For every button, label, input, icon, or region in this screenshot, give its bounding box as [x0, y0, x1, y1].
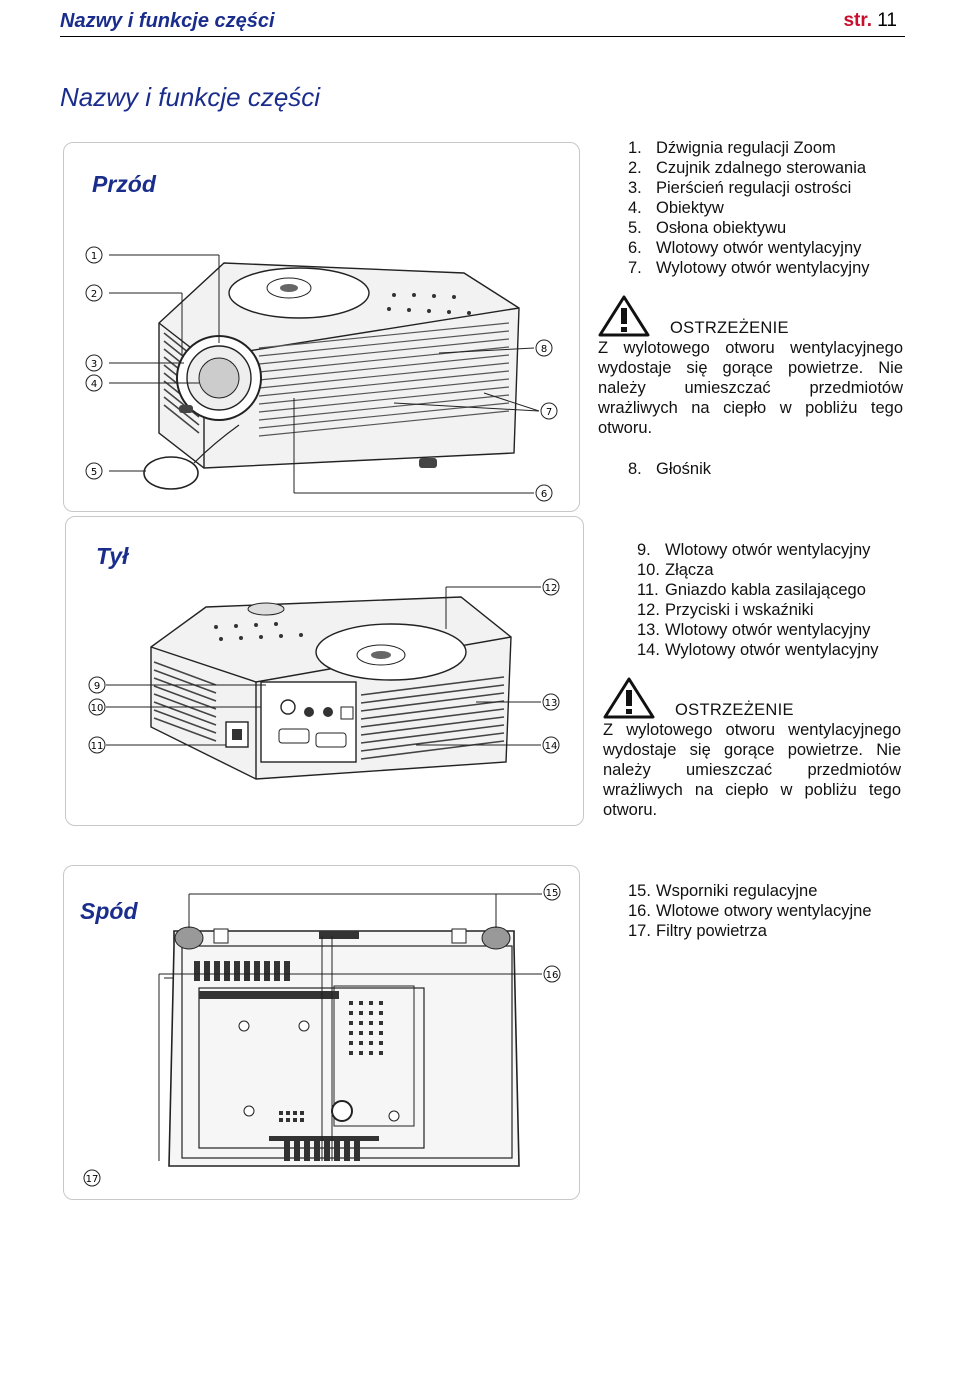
list-item: 11.Gniazdo kabla zasilającego: [637, 581, 866, 599]
callout-9-icon: [88, 676, 106, 694]
callout-4: 4: [91, 379, 97, 390]
warning-triangle-icon: [603, 677, 655, 719]
callout-17: 17: [86, 1174, 99, 1185]
callout-5: 5: [91, 467, 97, 478]
page-label: str.: [843, 10, 872, 31]
list-item: 7.Wylotowy otwór wentylacyjny: [628, 259, 870, 277]
callout-10: 10: [91, 703, 104, 714]
callout-9: 9: [94, 681, 100, 692]
front-callouts: 1 2 3 4 5 6 7 8: [85, 246, 558, 502]
callout-5-icon: [85, 462, 103, 480]
page-number: str. 11: [843, 10, 897, 32]
callout-4-icon: [85, 374, 103, 392]
list-item: 12.Przyciski i wskaźniki: [637, 601, 814, 619]
back-callouts: 9 10 11 12 13 14: [88, 578, 560, 754]
warning-title: OSTRZEŻENIE: [670, 319, 789, 337]
page-number-value: 11: [877, 10, 897, 31]
callout-2-icon: [85, 284, 103, 302]
bottom-figure-panel: Spód 15 16 17: [63, 865, 580, 1200]
callout-13-icon: [542, 693, 560, 711]
callout-14-icon: [542, 736, 560, 754]
list-item: 17.Filtry powietrza: [628, 922, 767, 940]
callout-7: 7: [546, 407, 552, 418]
back-parts-list: 9.Wlotowy otwór wentylacyjny 10.Złącza 1…: [637, 540, 879, 660]
callout-6-icon: [535, 484, 553, 502]
list-item: 8.Głośnik: [628, 460, 712, 478]
callout-16: 16: [546, 970, 559, 981]
callout-3: 3: [91, 359, 97, 370]
list-item: 1.Dźwignia regulacji Zoom: [628, 139, 836, 157]
warning-text: Z wylotowego otworu wentylacyjnego wydos…: [598, 339, 903, 437]
list-item: 15.Wsporniki regulacyjne: [628, 882, 818, 900]
warning-title: OSTRZEŻENIE: [675, 701, 794, 719]
list-item: 16.Wlotowe otwory wentylacyjne: [628, 902, 872, 920]
callout-11: 11: [91, 741, 104, 752]
front-parts-list: 1.Dźwignia regulacji Zoom 2.Czujnik zdal…: [628, 138, 870, 278]
list-item: 2.Czujnik zdalnego sterowania: [628, 159, 867, 177]
callout-15-icon: [543, 883, 561, 901]
back-warning: OSTRZEŻENIE Z wylotowego otworu wentylac…: [603, 676, 901, 820]
warning-text: Z wylotowego otworu wentylacyjnego wydos…: [603, 721, 901, 819]
callout-1-icon: [85, 246, 103, 264]
callout-10-icon: [88, 698, 106, 716]
callout-16-icon: [543, 965, 561, 983]
bottom-callouts: 15 16 17: [83, 883, 561, 1187]
list-item: 3.Pierścień regulacji ostrości: [628, 179, 852, 197]
callout-14: 14: [545, 741, 558, 752]
back-label: Tył: [90, 541, 135, 572]
callout-7-icon: [540, 402, 558, 420]
list-item: 13.Wlotowy otwór wentylacyjny: [637, 621, 871, 639]
front-figure-panel: Przód 1 2 3 4 5 6 7 8: [63, 142, 580, 512]
callout-1: 1: [91, 251, 97, 262]
list-item: 6.Wlotowy otwór wentylacyjny: [628, 239, 862, 257]
callout-15: 15: [546, 888, 559, 899]
front-label: Przód: [86, 169, 162, 200]
page-header: Nazwy i funkcje części str. 11: [60, 8, 905, 37]
callout-2: 2: [91, 289, 97, 300]
list-item: 4.Obiektyw: [628, 199, 724, 217]
list-item: 14.Wylotowy otwór wentylacyjny: [637, 641, 879, 659]
callout-13: 13: [545, 698, 558, 709]
bottom-projector-illustration: [158, 893, 542, 1167]
callout-11-icon: [88, 736, 106, 754]
callout-17-icon: [83, 1169, 101, 1187]
header-title: Nazwy i funkcje części: [60, 10, 275, 32]
callout-12-icon: [542, 578, 560, 596]
list-item: 9.Wlotowy otwór wentylacyjny: [637, 541, 871, 559]
callout-6: 6: [541, 489, 547, 500]
front-warning: OSTRZEŻENIE Z wylotowego otworu wentylac…: [598, 294, 903, 438]
warning-triangle-icon: [598, 295, 650, 337]
page-title: Nazwy i funkcje części: [60, 82, 321, 112]
callout-8-icon: [535, 339, 553, 357]
bottom-parts-list: 15.Wsporniki regulacyjne 16.Wlotowe otwo…: [628, 881, 872, 941]
front-speaker-item: 8.Głośnik: [628, 459, 711, 479]
callout-8: 8: [541, 344, 547, 355]
callout-3-icon: [85, 354, 103, 372]
list-item: 10.Złącza: [637, 561, 714, 579]
bottom-label: Spód: [74, 896, 144, 927]
back-projector-illustration: [106, 586, 541, 780]
list-item: 5.Osłona obiektywu: [628, 219, 787, 237]
front-projector-illustration: [109, 254, 540, 494]
callout-12: 12: [545, 583, 558, 594]
back-figure-panel: Tył 9 10 11 12 13 14: [65, 516, 584, 826]
